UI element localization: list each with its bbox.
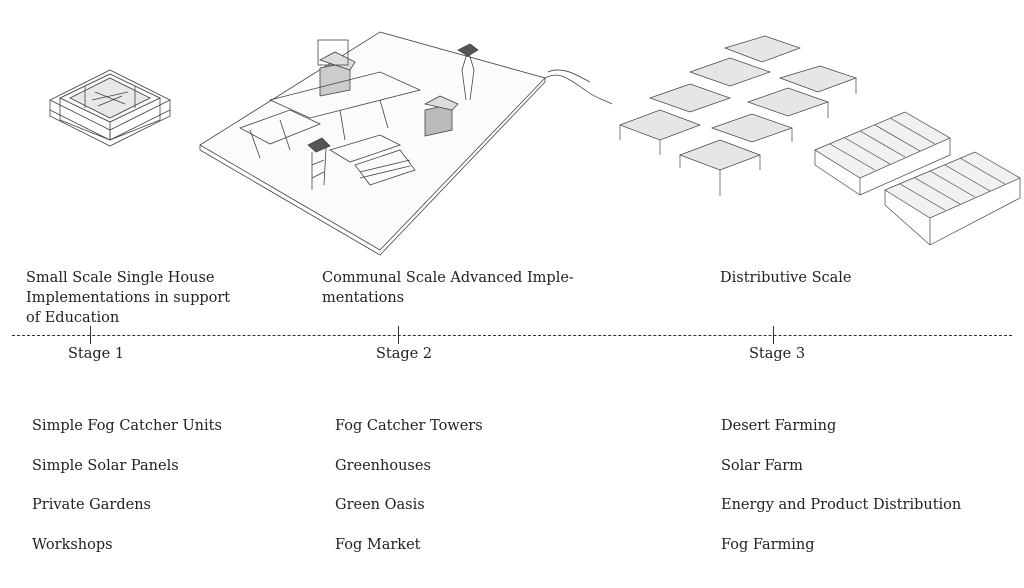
stage3-heading-line: Distributive Scale [720,270,852,286]
stage3-distributive-illustration [619,35,1021,246]
stage1-feature: Private Gardens [32,497,151,513]
stage3-tick [773,326,774,344]
stage2-communal-illustration [199,31,613,256]
stage1-heading: Small Scale Single House Implementations… [26,268,266,328]
stage2-heading: Communal Scale Advanced Imple- mentation… [322,268,582,308]
stage1-heading-line: Implementations in support [26,290,231,306]
stage1-house-illustration [49,69,171,147]
stage3-heading: Distributive Scale [720,268,960,288]
stage1-feature: Simple Solar Panels [32,458,179,474]
stage3-feature: Solar Farm [721,458,803,474]
stage2-feature: Greenhouses [335,458,431,474]
stage3-feature: Fog Farming [721,537,815,553]
stage1-label: Stage 1 [68,346,125,362]
stage1-tick [90,326,91,344]
stage3-label: Stage 3 [749,346,806,362]
stages-illustration [49,31,1021,256]
stage3-feature: Energy and Product Distribution [721,497,962,513]
stage1-heading-line: of Education [26,310,120,326]
stage2-label: Stage 2 [376,346,433,362]
stage3-feature: Desert Farming [721,418,837,434]
stage2-heading-line: mentations [322,290,405,306]
stage1-heading-line: Small Scale Single House [26,270,215,286]
stage1-feature: Workshops [32,537,113,553]
stage1-feature: Simple Fog Catcher Units [32,418,222,434]
stage2-feature: Green Oasis [335,497,425,513]
stage2-heading-line: Communal Scale Advanced Imple- [322,270,574,286]
stage2-feature: Fog Catcher Towers [335,418,483,434]
greenhouse-rows [814,111,1021,246]
stage2-feature: Fog Market [335,537,421,553]
stage2-tick [398,326,399,344]
solar-array [619,35,858,196]
timeline-line [12,335,1012,336]
